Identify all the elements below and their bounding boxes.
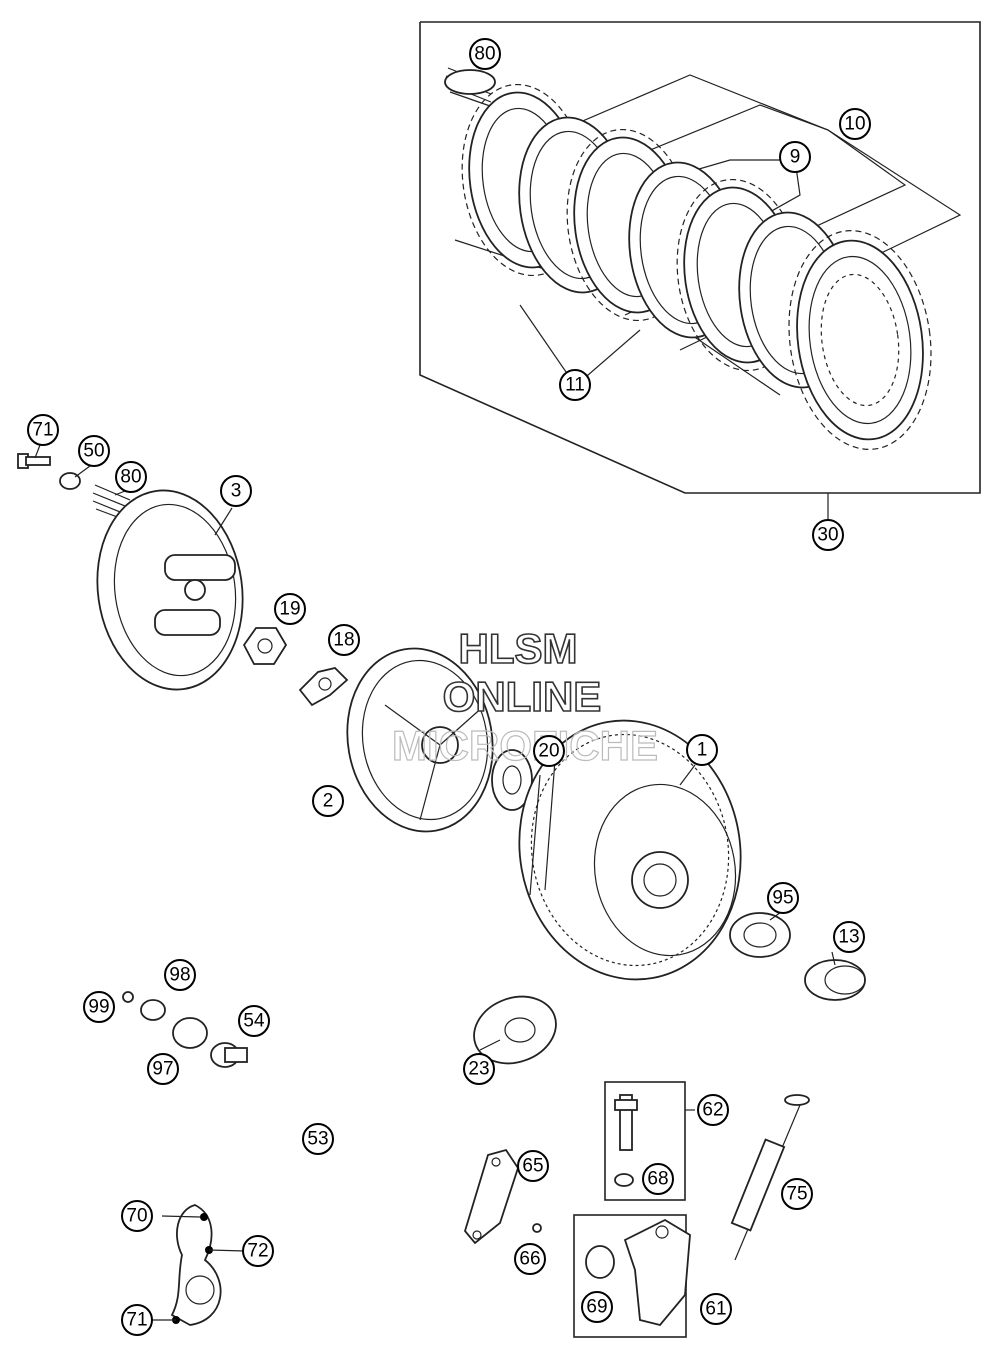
ball-99 (122, 991, 134, 1003)
callout-18: 18 (328, 624, 360, 656)
kit-leader-lines (454, 74, 962, 396)
svg-text:70: 70 (126, 1206, 147, 1227)
callout-1: 1 (686, 734, 718, 766)
svg-text:53: 53 (307, 1129, 328, 1150)
pressure-plate-3 (96, 489, 244, 691)
svg-text:97: 97 (152, 1059, 173, 1080)
callout-71-top: 71 (27, 414, 59, 446)
svg-text:71: 71 (126, 1310, 147, 1331)
svg-text:95: 95 (772, 888, 793, 909)
callout-80-top: 80 (469, 38, 501, 70)
washer-20 (491, 749, 533, 811)
svg-text:66: 66 (519, 1249, 540, 1270)
svg-text:72: 72 (247, 1241, 268, 1262)
callout-53: 53 (302, 1123, 334, 1155)
spring-80-lower (92, 484, 131, 522)
callout-99: 99 (83, 991, 115, 1023)
slave-cylinder-box-61 (573, 1214, 691, 1338)
watermark-line-1: HLSM (459, 625, 578, 672)
callout-72: 72 (242, 1235, 274, 1267)
nut-19 (242, 627, 288, 665)
callout-70: 70 (121, 1200, 153, 1232)
svg-text:80: 80 (120, 467, 141, 488)
callout-97: 97 (147, 1053, 179, 1085)
clutch-discs (461, 83, 932, 450)
svg-text:3: 3 (231, 481, 242, 502)
callout-leaders (34, 444, 836, 1321)
inner-hub-2 (346, 647, 494, 833)
ball-66 (532, 1223, 542, 1233)
svg-text:10: 10 (844, 114, 865, 135)
callout-13: 13 (833, 921, 865, 953)
lock-washer-18 (298, 667, 349, 707)
svg-text:50: 50 (83, 441, 104, 462)
callout-95: 95 (767, 882, 799, 914)
callout-98: 98 (164, 959, 196, 991)
svg-text:54: 54 (243, 1011, 265, 1032)
callout-19: 19 (274, 593, 306, 625)
gear-23 (473, 995, 557, 1065)
push-rod-53 (257, 1072, 453, 1183)
svg-text:71: 71 (32, 420, 53, 441)
callout-68: 68 (642, 1163, 674, 1195)
thrust-bearing-97 (172, 1017, 208, 1049)
needle-bearing-95 (729, 912, 791, 958)
svg-text:99: 99 (88, 997, 109, 1018)
callout-30: 30 (812, 519, 844, 551)
svg-text:68: 68 (647, 1169, 668, 1190)
spring-top (444, 67, 496, 107)
svg-text:18: 18 (333, 630, 354, 651)
svg-text:13: 13 (838, 927, 859, 948)
callout-11: 11 (559, 369, 591, 401)
pressure-piece-54 (210, 1042, 248, 1068)
callout-50: 50 (78, 435, 110, 467)
svg-text:23: 23 (468, 1059, 489, 1080)
watermark: HLSM ONLINE MICROFICHE (391, 624, 658, 769)
svg-text:9: 9 (790, 147, 801, 168)
callout-62: 62 (697, 1094, 729, 1126)
svg-text:69: 69 (586, 1297, 607, 1318)
callout-9: 9 (779, 141, 811, 173)
svg-text:80: 80 (474, 44, 495, 65)
svg-text:19: 19 (279, 599, 300, 620)
callout-3: 3 (220, 475, 252, 507)
washer-98 (140, 999, 166, 1021)
svg-text:11: 11 (565, 375, 585, 396)
svg-text:2: 2 (323, 791, 334, 812)
svg-text:20: 20 (538, 741, 559, 762)
callout-71-bottom: 71 (121, 1304, 153, 1336)
callout-65: 65 (517, 1150, 549, 1182)
svg-text:75: 75 (786, 1184, 807, 1205)
callout-80-lower: 80 (115, 461, 147, 493)
clutch-plate-kit-box (419, 21, 981, 520)
watermark-line-2: ONLINE (443, 673, 602, 720)
svg-text:98: 98 (169, 965, 190, 986)
callout-69: 69 (581, 1291, 613, 1323)
bushing-13 (804, 959, 866, 1001)
cover-bracket-70 (170, 1204, 222, 1326)
svg-text:62: 62 (702, 1100, 723, 1121)
callout-75: 75 (781, 1178, 813, 1210)
callout-2: 2 (312, 785, 344, 817)
callout-66: 66 (514, 1243, 546, 1275)
callout-10: 10 (839, 108, 871, 140)
callout-61: 61 (700, 1293, 732, 1325)
bolt-71 (17, 453, 51, 469)
callout-54: 54 (238, 1005, 270, 1037)
gasket-65 (463, 1148, 519, 1245)
syringe-75 (730, 1094, 810, 1261)
outer-basket-1 (518, 719, 742, 981)
callout-20: 20 (533, 735, 565, 767)
callout-23: 23 (463, 1053, 495, 1085)
svg-text:1: 1 (697, 740, 708, 761)
bleeder-box-62 (604, 1081, 686, 1201)
svg-text:61: 61 (705, 1299, 726, 1320)
svg-text:30: 30 (817, 525, 838, 546)
svg-text:65: 65 (522, 1156, 543, 1177)
watermark-line-3: MICROFICHE (392, 722, 658, 769)
